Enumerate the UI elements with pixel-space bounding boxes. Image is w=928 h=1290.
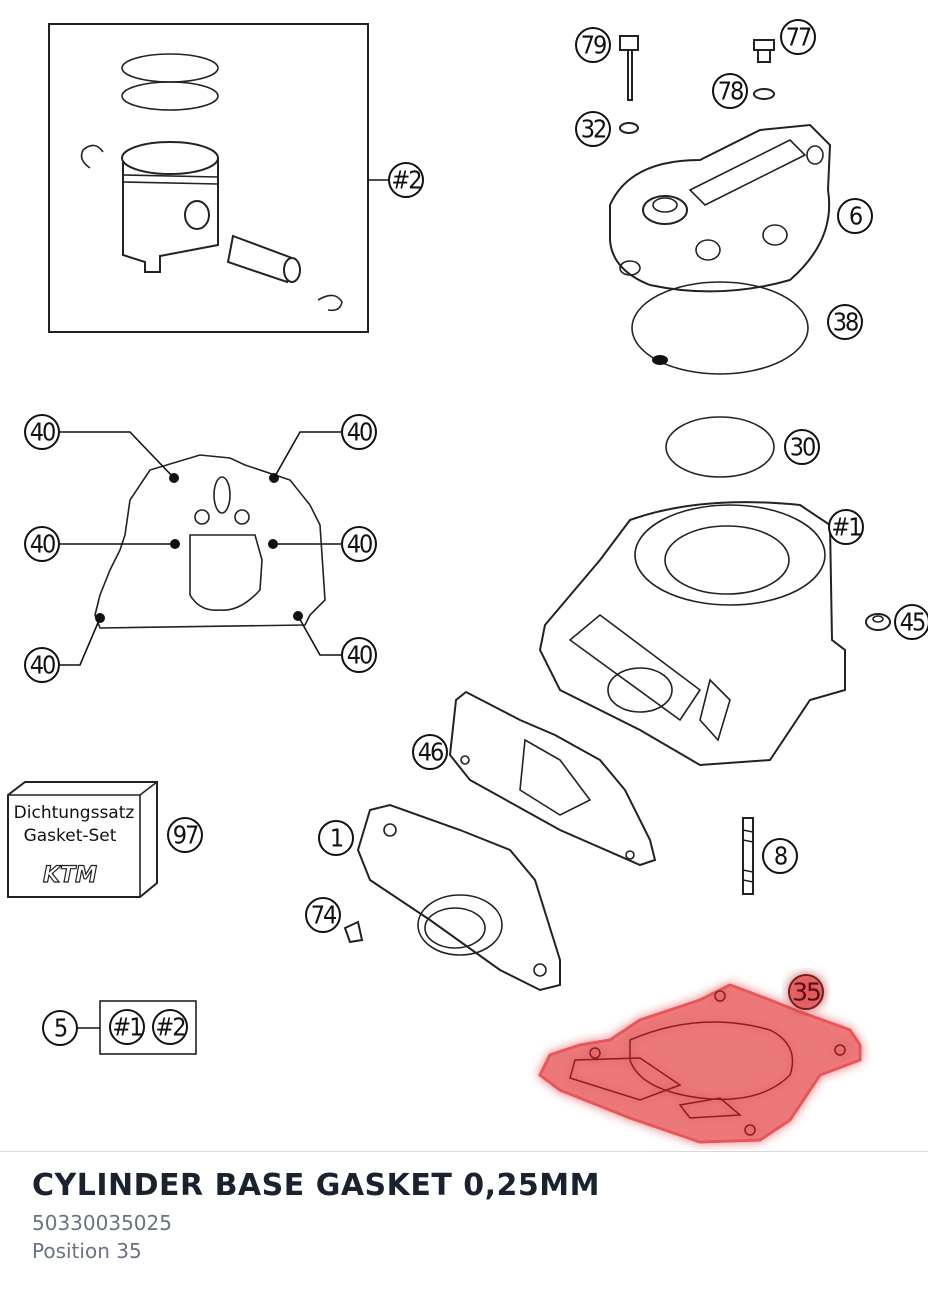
svg-text:32: 32 (581, 115, 606, 144)
gasket-46[interactable] (448, 690, 657, 867)
exploded-parts-diagram: Dichtungssatz Gasket-Set KTM 79 77 78 32… (7, 19, 928, 1144)
callout-6[interactable]: 6 (837, 198, 873, 234)
callout-40-bottom-left[interactable]: 40 (24, 647, 60, 683)
cylinder-group[interactable] (538, 501, 891, 767)
callout-35-highlighted[interactable]: 35 (788, 974, 824, 1010)
svg-text:46: 46 (418, 738, 443, 767)
o-ring-30[interactable] (665, 416, 775, 478)
svg-text:40: 40 (347, 530, 372, 559)
svg-text:40: 40 (30, 530, 55, 559)
part-title: CYLINDER BASE GASKET 0,25MM (32, 1168, 601, 1203)
callout-97[interactable]: 97 (167, 817, 203, 853)
svg-text:#1: #1 (831, 513, 861, 542)
set-item-hash-1[interactable]: #1 (109, 1009, 145, 1045)
svg-text:#2: #2 (155, 1013, 185, 1042)
callout-hash-1[interactable]: #1 (828, 509, 864, 545)
callout-77[interactable]: 77 (780, 19, 816, 55)
callout-79[interactable]: 79 (575, 27, 611, 63)
svg-text:97: 97 (173, 821, 198, 850)
cylinder-head-group[interactable] (609, 35, 832, 375)
gasket-set-box[interactable]: Dichtungssatz Gasket-Set KTM (7, 781, 158, 898)
callout-78[interactable]: 78 (712, 73, 748, 109)
svg-text:1: 1 (330, 824, 343, 853)
svg-text:5: 5 (54, 1014, 67, 1043)
svg-text:77: 77 (786, 23, 811, 52)
callout-45[interactable]: 45 (894, 604, 928, 640)
ktm-logo-text: KTM (43, 863, 97, 888)
svg-text:78: 78 (718, 77, 743, 106)
set-5-group[interactable] (76, 1000, 197, 1055)
svg-text:40: 40 (347, 418, 372, 447)
svg-text:38: 38 (833, 308, 858, 337)
callout-40-bottom-right[interactable]: 40 (341, 637, 377, 673)
stud-8[interactable] (742, 817, 754, 895)
callout-40-mid-right[interactable]: 40 (341, 526, 377, 562)
callout-40-mid-left[interactable]: 40 (24, 526, 60, 562)
callout-40-top-left[interactable]: 40 (24, 414, 60, 450)
gasket-box-line2: Gasket-Set (24, 826, 117, 846)
part-number: 50330035025 (32, 1211, 172, 1235)
part-position: Position 35 (32, 1239, 142, 1263)
svg-text:45: 45 (900, 608, 925, 637)
callout-30[interactable]: 30 (784, 429, 820, 465)
svg-text:#1: #1 (112, 1013, 142, 1042)
svg-text:#2: #2 (391, 166, 421, 195)
callout-74[interactable]: 74 (305, 897, 341, 933)
svg-text:74: 74 (311, 901, 337, 930)
svg-text:35: 35 (792, 978, 820, 1007)
callout-40-top-right[interactable]: 40 (341, 414, 377, 450)
svg-text:40: 40 (347, 641, 372, 670)
intake-flange-1[interactable] (343, 803, 561, 992)
svg-text:40: 40 (30, 651, 55, 680)
gasket-box-line1: Dichtungssatz (14, 803, 135, 823)
svg-text:79: 79 (581, 31, 606, 60)
cylinder-head-gasket-outline[interactable] (60, 431, 342, 666)
piston-kit-group[interactable] (48, 23, 390, 333)
callout-38[interactable]: 38 (827, 304, 863, 340)
section-divider (0, 1151, 928, 1152)
callout-32[interactable]: 32 (575, 111, 611, 147)
svg-text:6: 6 (849, 202, 862, 231)
callout-8[interactable]: 8 (762, 838, 798, 874)
callout-5[interactable]: 5 (42, 1010, 78, 1046)
svg-text:30: 30 (790, 433, 815, 462)
set-item-hash-2[interactable]: #2 (152, 1009, 188, 1045)
callout-46[interactable]: 46 (412, 734, 448, 770)
callout-hash-2[interactable]: #2 (388, 162, 424, 198)
callout-1[interactable]: 1 (318, 820, 354, 856)
part-info-panel: CYLINDER BASE GASKET 0,25MM 50330035025 … (32, 1168, 600, 1265)
cylinder-base-gasket-highlight[interactable] (538, 983, 862, 1144)
svg-text:8: 8 (774, 842, 787, 871)
svg-text:40: 40 (30, 418, 55, 447)
